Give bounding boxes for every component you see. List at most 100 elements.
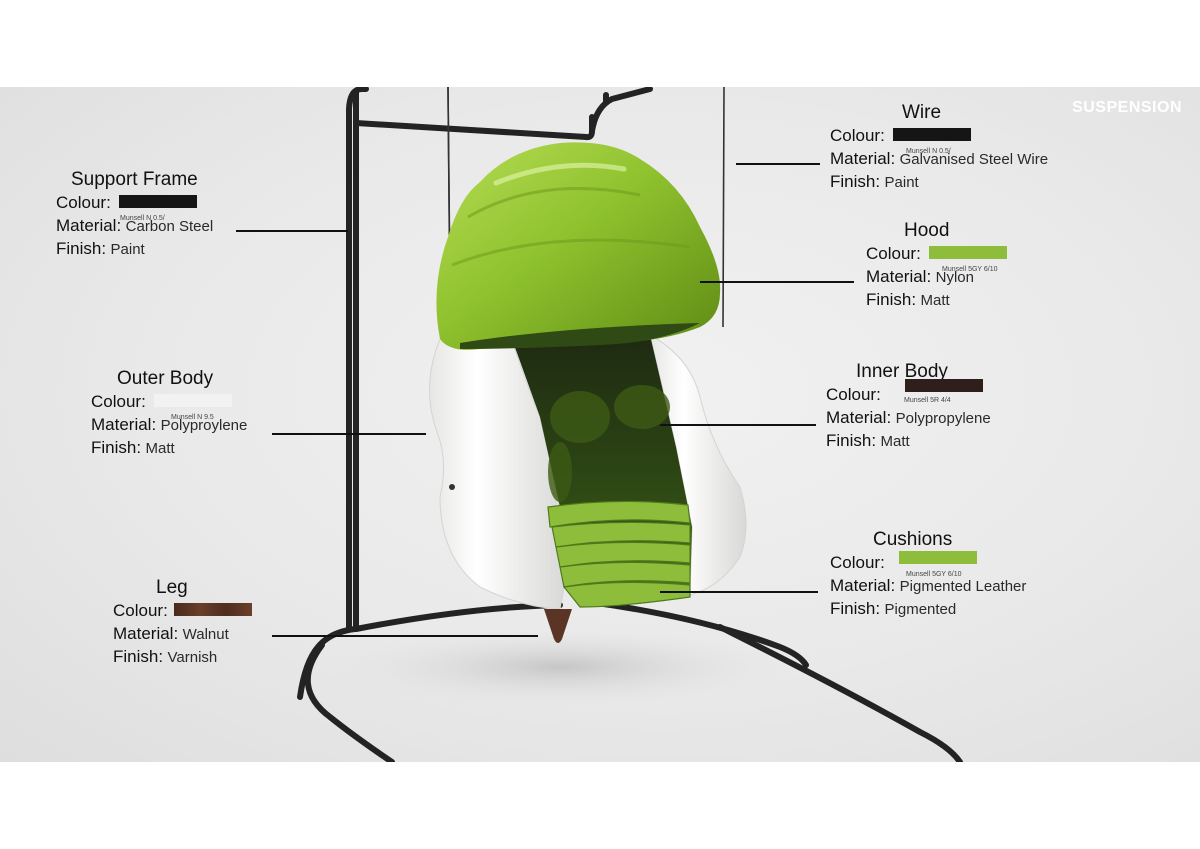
material-key: Material:	[113, 624, 179, 643]
material-value: Carbon Steel	[125, 218, 214, 235]
colour-row: Colour: Munsell 5R 4/4	[826, 379, 991, 407]
colour-swatch	[898, 551, 977, 565]
wire-leader	[736, 163, 820, 165]
suspension-label: SUSPENSION	[1072, 99, 1182, 116]
cushions-leader	[660, 591, 818, 593]
colour-key: Colour:	[826, 385, 881, 404]
material-row: Material: Nylon	[866, 266, 1007, 289]
hood-rim	[460, 323, 700, 349]
product-render-panel: SUSPENSION	[0, 87, 1200, 762]
finish-value: Matt	[880, 433, 910, 450]
material-row: Material: Pigmented Leather	[830, 575, 1026, 598]
finish-value: Paint	[884, 174, 919, 191]
material-key: Material:	[866, 267, 932, 286]
munsell-code: Munsell N 9.5	[171, 414, 214, 421]
callout-title: Wire	[902, 102, 942, 123]
wire-callout: Wire Colour: Munsell N 0.5/ Material: Ga…	[830, 101, 1048, 194]
leg-callout: Leg Colour: Material: Walnut Finish: Var…	[113, 576, 252, 669]
cushions-callout: Cushions Colour: Munsell 5GY 6/10 Materi…	[830, 528, 1026, 621]
material-value: Galvanised Steel Wire	[899, 151, 1049, 168]
colour-swatch	[892, 128, 971, 142]
colour-key: Colour:	[113, 601, 168, 620]
leg-leader	[272, 635, 538, 637]
finish-row: Finish: Pigmented	[830, 598, 1026, 621]
finish-key: Finish:	[113, 647, 164, 666]
material-value: Polypropylene	[895, 410, 991, 427]
colour-row: Colour: Munsell 5GY 6/10	[830, 551, 1026, 578]
finish-value: Paint	[110, 241, 145, 258]
material-value: Nylon	[935, 269, 974, 286]
callout-title: Leg	[156, 577, 188, 598]
callout-title: Support Frame	[71, 169, 198, 190]
colour-key: Colour:	[91, 392, 146, 411]
colour-row: Colour: Munsell N 9.5	[91, 391, 247, 421]
colour-row: Colour:	[113, 600, 252, 623]
hood-ridge-2	[451, 238, 691, 267]
finish-key: Finish:	[866, 290, 917, 309]
outer-body-leader	[272, 433, 426, 435]
finish-key: Finish:	[826, 431, 877, 450]
inner-body-leader	[660, 424, 816, 426]
colour-swatch	[173, 603, 252, 617]
callout-title: Outer Body	[117, 368, 214, 389]
finish-row: Finish: Varnish	[113, 646, 252, 669]
material-key: Material:	[830, 576, 896, 595]
hood-highlight	[493, 162, 627, 186]
colour-key: Colour:	[830, 553, 885, 572]
support-frame-callout: Support Frame Colour: Munsell N 0.5/ Mat…	[56, 168, 213, 261]
material-row: Material: Galvanised Steel Wire	[830, 148, 1048, 171]
walnut-leg	[544, 609, 572, 643]
colour-swatch	[118, 195, 197, 209]
finish-row: Finish: Paint	[830, 171, 1048, 194]
finish-value: Varnish	[167, 649, 218, 666]
material-key: Material:	[826, 408, 892, 427]
material-key: Material:	[830, 149, 896, 168]
colour-row: Colour: Munsell 5GY 6/10	[866, 243, 1007, 273]
munsell-code: Munsell 5R 4/4	[904, 397, 951, 404]
back-cushion	[548, 385, 670, 502]
material-value: Walnut	[182, 626, 229, 643]
hood-leader	[700, 281, 854, 283]
callout-title: Cushions	[873, 529, 953, 550]
munsell-code: Munsell N 0.5/	[120, 215, 165, 222]
material-key: Material:	[56, 216, 122, 235]
finish-value: Pigmented	[884, 601, 957, 618]
finish-value: Matt	[145, 440, 175, 457]
colour-key: Colour:	[830, 126, 885, 145]
outer-body-shell	[428, 338, 567, 610]
munsell-code: Munsell 5GY 6/10	[942, 266, 998, 273]
finish-row: Finish: Paint	[56, 238, 213, 261]
floor-shadow	[330, 627, 790, 707]
colour-swatch	[153, 394, 232, 408]
finish-key: Finish:	[56, 239, 107, 258]
munsell-code: Munsell 5GY 6/10	[906, 571, 962, 578]
cushion-ribs	[547, 500, 691, 608]
finish-key: Finish:	[830, 172, 881, 191]
colour-swatch	[928, 246, 1007, 260]
material-row: Material: Carbon Steel	[56, 215, 213, 238]
outer-body-shell-right	[649, 334, 747, 596]
suspension-chair-illustration	[297, 87, 963, 762]
finish-row: Finish: Matt	[826, 430, 991, 453]
finish-row: Finish: Matt	[866, 289, 1007, 312]
hood-shell	[436, 142, 721, 350]
colour-key: Colour:	[866, 244, 921, 263]
colour-swatch	[904, 379, 983, 393]
inner-body-callout: Inner Body Colour: Munsell 5R 4/4 Materi…	[826, 360, 991, 453]
colour-row: Colour: Munsell N 0.5/	[830, 125, 1048, 155]
finish-key: Finish:	[830, 599, 881, 618]
hood-callout: Hood Colour: Munsell 5GY 6/10 Material: …	[866, 219, 1007, 312]
material-row: Material: Polyproylene	[91, 414, 247, 437]
callout-title: Inner Body	[856, 361, 948, 382]
colour-row: Colour: Munsell N 0.5/	[56, 192, 213, 222]
outer-body-callout: Outer Body Colour: Munsell N 9.5 Materia…	[91, 367, 247, 460]
finish-row: Finish: Matt	[91, 437, 247, 460]
material-row: Material: Walnut	[113, 623, 252, 646]
colour-key: Colour:	[56, 193, 111, 212]
munsell-code: Munsell N 0.5/	[906, 148, 951, 155]
material-key: Material:	[91, 415, 157, 434]
callout-title: Hood	[904, 220, 950, 241]
material-row: Material: Polypropylene	[826, 407, 991, 430]
finish-value: Matt	[920, 292, 950, 309]
hood-ridge-1	[467, 187, 641, 219]
